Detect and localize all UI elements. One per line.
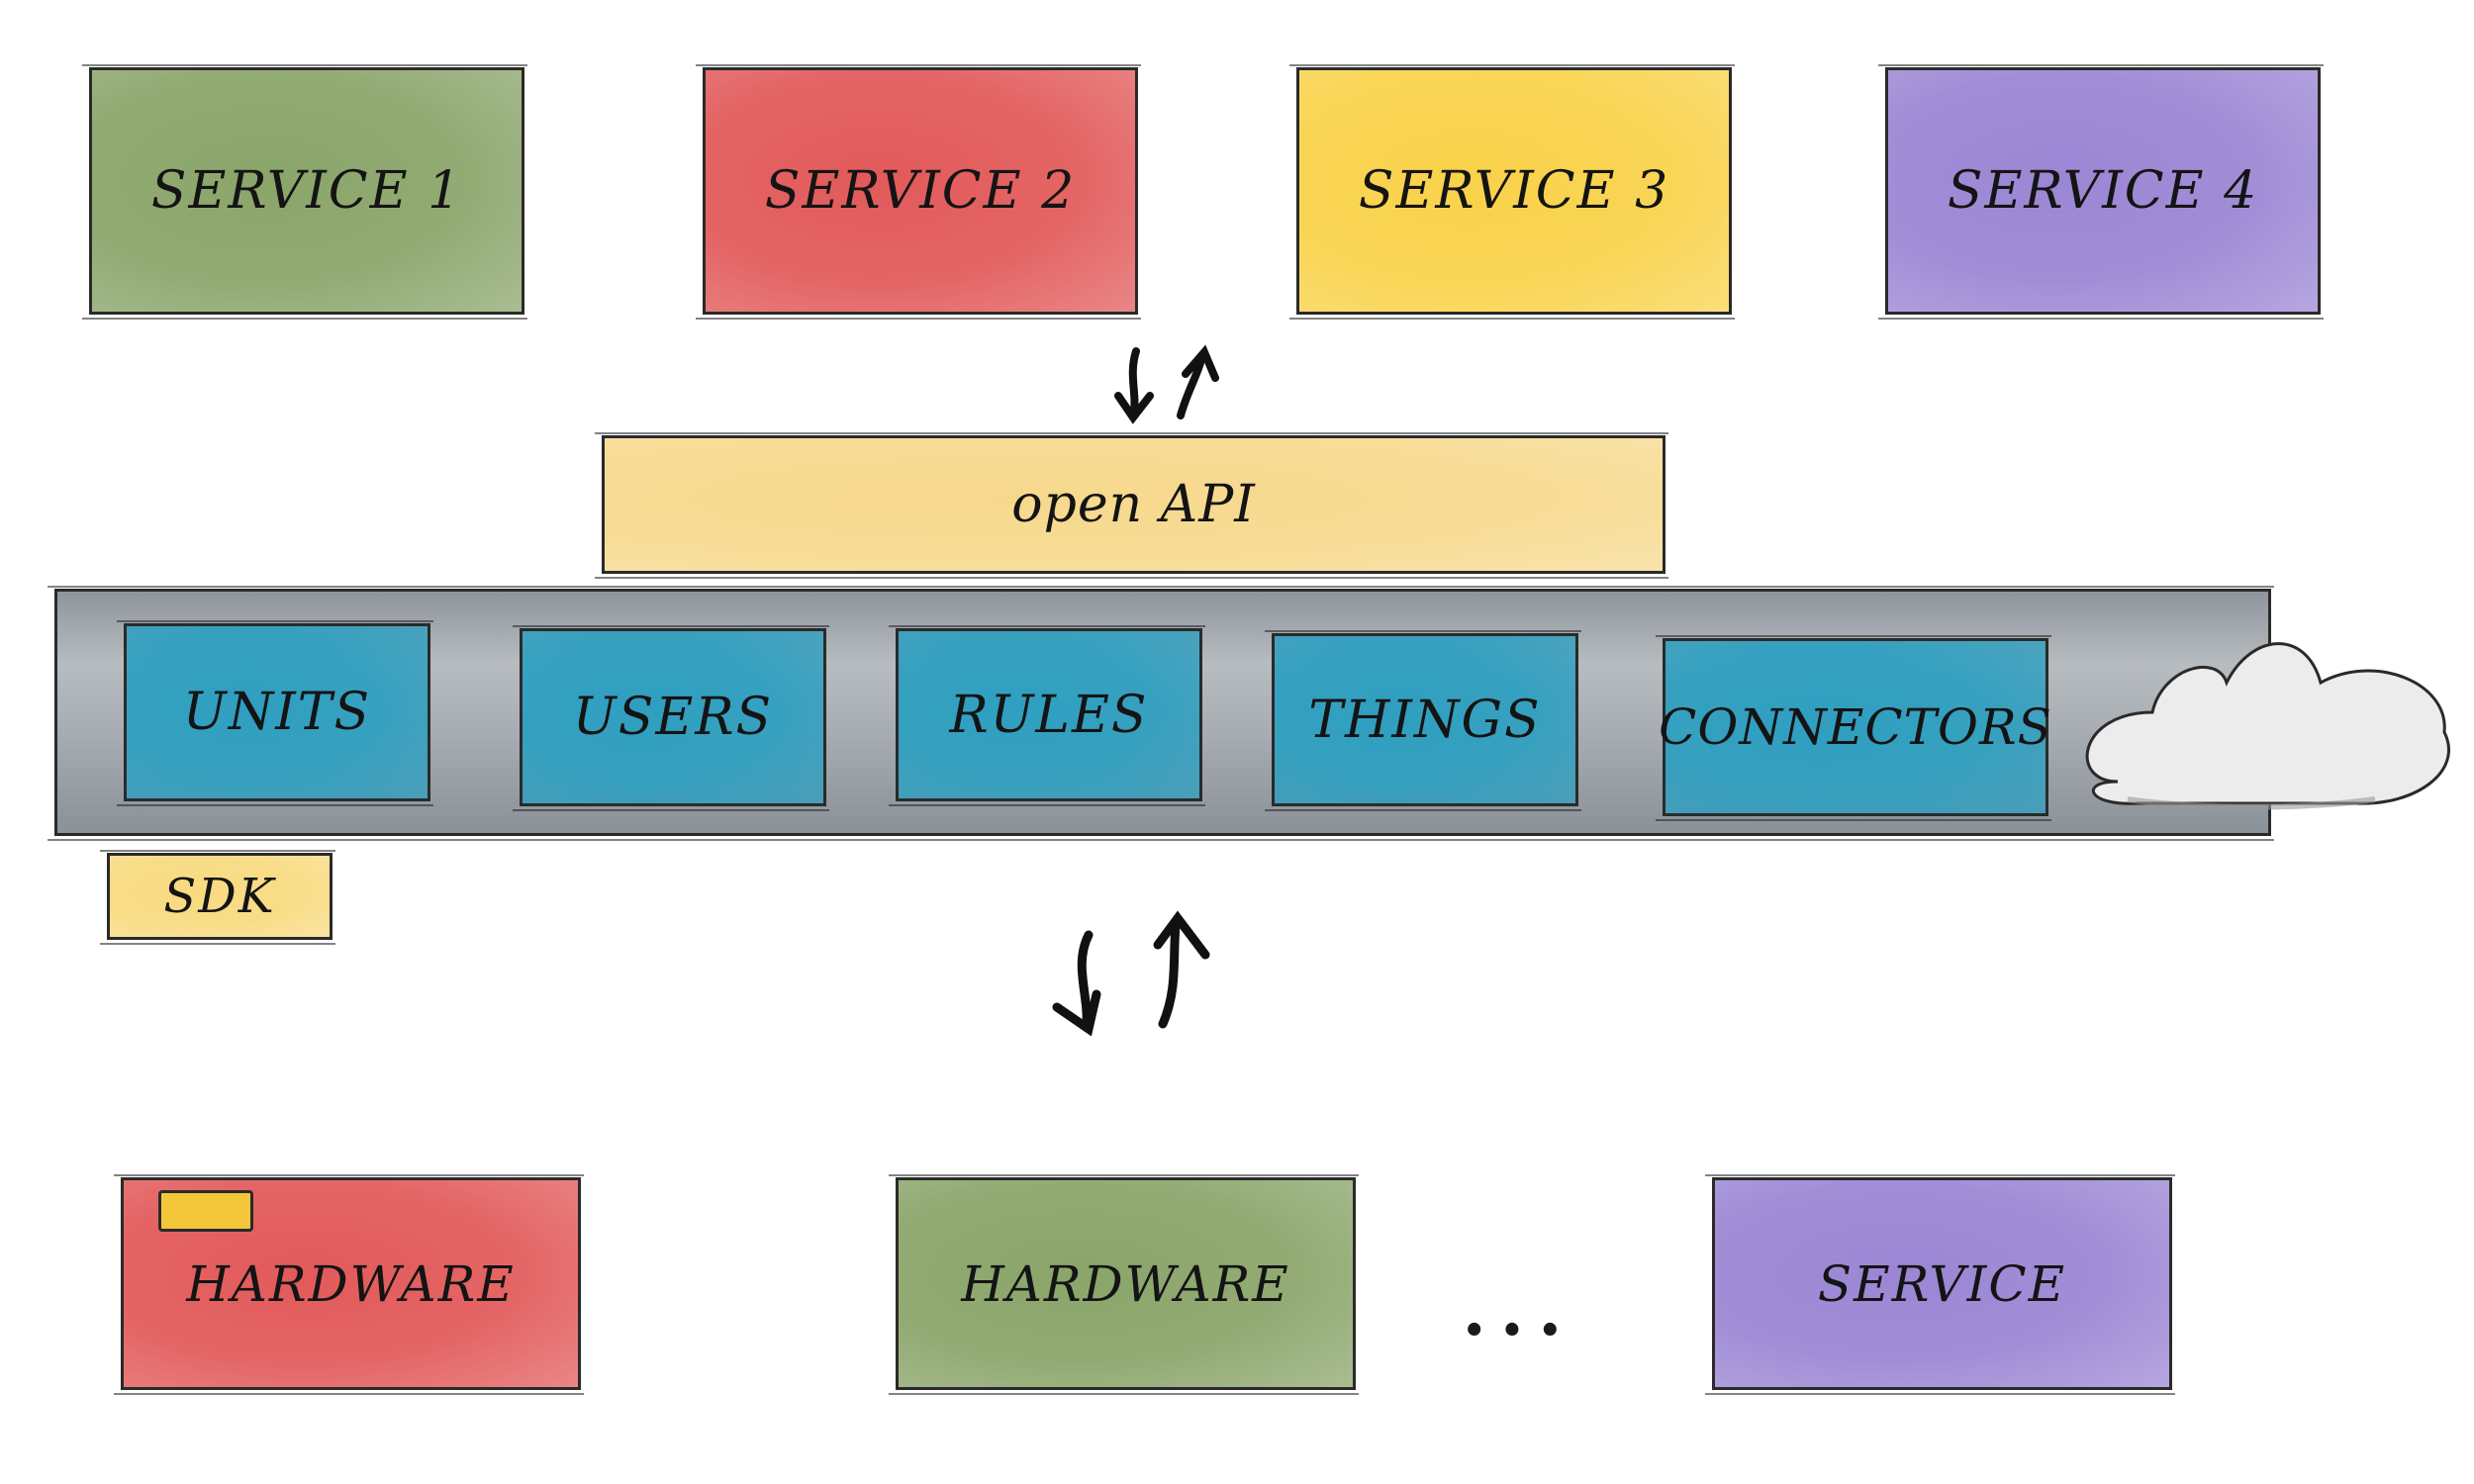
module-units: UNITS (117, 620, 433, 806)
lower-down-arrow (1077, 930, 1094, 1029)
service-3-label: SERVICE 3 (1358, 161, 1670, 221)
sdk-chip (158, 1190, 253, 1232)
module-users-label: USERS (572, 688, 774, 747)
hardware-2-label: HARDWARE (961, 1254, 1290, 1313)
module-users: USERS (513, 625, 829, 811)
service-1-box: SERVICE 1 (82, 64, 527, 320)
service-2-label: SERVICE 2 (764, 161, 1077, 221)
lower-up-arrow (1158, 920, 1181, 1029)
module-things: THINGS (1265, 630, 1581, 811)
module-connectors: CONNECTORS (1656, 635, 2051, 821)
sdk-label: SDK (163, 869, 276, 924)
module-rules-label: RULES (949, 685, 1149, 745)
service-4-label: SERVICE 4 (1947, 161, 2259, 221)
more-devices-ellipsis: ... (1462, 1269, 1576, 1351)
lower-bidirectional-arrows (1052, 910, 1210, 1037)
module-units-label: UNITS (182, 683, 372, 742)
hardware-1-box: HARDWARE (114, 1174, 584, 1395)
service-2-box: SERVICE 2 (696, 64, 1141, 320)
module-connectors-label: CONNECTORS (1659, 698, 2052, 756)
module-rules: RULES (889, 625, 1205, 806)
service-3-box: SERVICE 3 (1289, 64, 1735, 320)
hardware-2-box: HARDWARE (889, 1174, 1359, 1395)
module-things-label: THINGS (1308, 690, 1542, 750)
service-4-box: SERVICE 4 (1878, 64, 2324, 320)
hardware-1-label: HARDWARE (186, 1254, 516, 1313)
upper-down-arrow (1128, 347, 1140, 419)
service-device-box: SERVICE (1705, 1174, 2175, 1395)
upper-bidirectional-arrows (1114, 344, 1219, 424)
open-api-box: open API (595, 432, 1668, 579)
sdk-tag: SDK (100, 850, 335, 945)
upper-up-arrow (1177, 352, 1206, 419)
service-1-label: SERVICE 1 (150, 161, 463, 221)
service-device-label: SERVICE (1817, 1254, 2067, 1313)
open-api-label: open API (1011, 475, 1256, 534)
